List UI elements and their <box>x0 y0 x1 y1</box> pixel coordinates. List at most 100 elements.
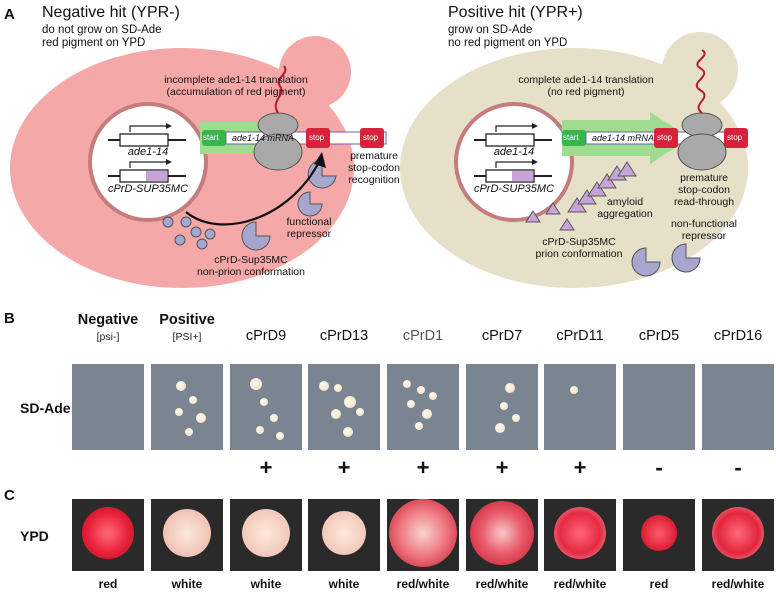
positive-mrna-label: ade1-14 mRNA <box>592 133 655 143</box>
sd-ade-plate <box>230 364 302 450</box>
column-subheader: [PSI+] <box>172 331 202 343</box>
colony <box>176 381 186 391</box>
ypd-colony <box>82 507 134 559</box>
colony <box>334 384 342 392</box>
colony-color-label: white <box>328 577 360 591</box>
negative-repressor-label: functional repressor <box>286 216 332 240</box>
panel-c-letter: C <box>4 487 15 504</box>
colony <box>512 414 520 422</box>
ypd-plate <box>387 499 459 571</box>
negative-stop1-label: stop <box>309 133 325 142</box>
colony <box>270 414 278 422</box>
ypd-colony <box>163 509 211 557</box>
ypd-row-label: YPD <box>20 528 49 544</box>
ypd-plate <box>230 499 302 571</box>
colony <box>196 413 206 423</box>
colony <box>429 392 437 400</box>
ypd-plate <box>544 499 616 571</box>
ypd-colony <box>470 501 534 565</box>
colony <box>415 422 423 430</box>
positive-start-label: start <box>563 133 579 142</box>
ypd-plate <box>72 499 144 571</box>
negative-stop-1 <box>306 128 330 148</box>
ypd-colony <box>641 515 677 551</box>
negative-stop-2 <box>360 128 384 148</box>
ypd-colony <box>242 509 290 557</box>
colony <box>505 383 515 393</box>
colony <box>403 380 411 388</box>
sd-ade-plate <box>72 364 144 450</box>
positive-premature-label: premature stop-codon read-through <box>673 172 735 208</box>
colony <box>344 396 356 408</box>
negative-gene1-label: ade1-14 <box>127 146 169 158</box>
growth-sign: + <box>495 455 509 480</box>
positive-cell <box>400 48 748 288</box>
positive-gene2-label: cPrD-SUP35MC <box>473 183 555 195</box>
colony-color-label: red/white <box>553 577 607 591</box>
colony <box>570 386 578 394</box>
positive-hit-line1: grow on SD-Ade <box>448 24 533 36</box>
colony <box>407 400 415 408</box>
colony <box>331 409 341 419</box>
ypd-plate <box>308 499 380 571</box>
ypd-colony <box>554 507 606 559</box>
ypd-plate <box>623 499 695 571</box>
sd-ade-plate <box>544 364 616 450</box>
column-header: cPrD9 <box>245 328 287 344</box>
colony <box>319 381 329 391</box>
positive-hit-line2: no red pigment on YPD <box>448 37 568 49</box>
column-header: cPrD1 <box>402 328 444 344</box>
growth-sign: + <box>259 455 273 480</box>
sd-ade-plate <box>466 364 538 450</box>
growth-sign: - <box>655 455 663 480</box>
negative-hit-line2: red pigment on YPD <box>42 37 146 49</box>
panel-a-letter: A <box>4 6 15 23</box>
colony <box>250 378 262 390</box>
column-header: cPrD7 <box>481 328 523 344</box>
colony-color-label: red/white <box>475 577 529 591</box>
ypd-colony <box>322 511 366 555</box>
colony <box>256 426 264 434</box>
column-header: cPrD5 <box>638 328 680 344</box>
colony-color-label: red <box>649 577 669 591</box>
colony <box>500 402 508 410</box>
panel-b-letter: B <box>4 310 15 327</box>
negative-start-label: start <box>203 133 219 142</box>
colony <box>343 427 353 437</box>
sd-ade-plate <box>702 364 774 450</box>
ypd-colony <box>389 499 457 567</box>
ypd-plate <box>466 499 538 571</box>
colony <box>495 423 505 433</box>
negative-mrna-label: ade1-14 mRNA <box>232 133 295 143</box>
colony <box>260 398 268 406</box>
positive-stop-1 <box>654 128 678 148</box>
column-header: cPrD13 <box>319 328 369 344</box>
colony-color-label: red <box>98 577 118 591</box>
growth-sign: - <box>734 455 742 480</box>
positive-stop-2 <box>724 128 748 148</box>
colony <box>276 432 284 440</box>
growth-sign: + <box>573 455 587 480</box>
colony <box>356 408 364 416</box>
positive-hit-title: Positive hit (YPR+) <box>448 4 583 21</box>
positive-translation-label: complete ade1-14 translation (no red pig… <box>518 74 654 98</box>
sd-ade-plate <box>623 364 695 450</box>
positive-conformation-label: cPrD-Sup35MC prion conformation <box>535 236 623 260</box>
panel-a-diagram <box>10 32 748 288</box>
sd-ade-plate <box>387 364 459 450</box>
positive-repressor-label: non-functional repressor <box>671 218 737 242</box>
column-header: cPrD11 <box>556 328 604 344</box>
sd-ade-plate <box>151 364 223 450</box>
colony <box>417 386 425 394</box>
negative-premature-label: premature stop-codon recognition <box>348 150 400 186</box>
colony <box>185 428 193 436</box>
amyloid-label: amyloid aggregation <box>597 196 653 220</box>
ypd-plate <box>151 499 223 571</box>
negative-conformation-label: cPrD-Sup35MC non-prion conformation <box>197 254 305 278</box>
column-header: Negative <box>77 312 139 328</box>
growth-sign: + <box>416 455 430 480</box>
negative-translation-label: incomplete ade1-14 translation (accumula… <box>164 74 308 98</box>
colony <box>422 409 432 419</box>
column-header: cPrD16 <box>713 328 763 344</box>
positive-stop2-label: stop <box>727 133 743 142</box>
